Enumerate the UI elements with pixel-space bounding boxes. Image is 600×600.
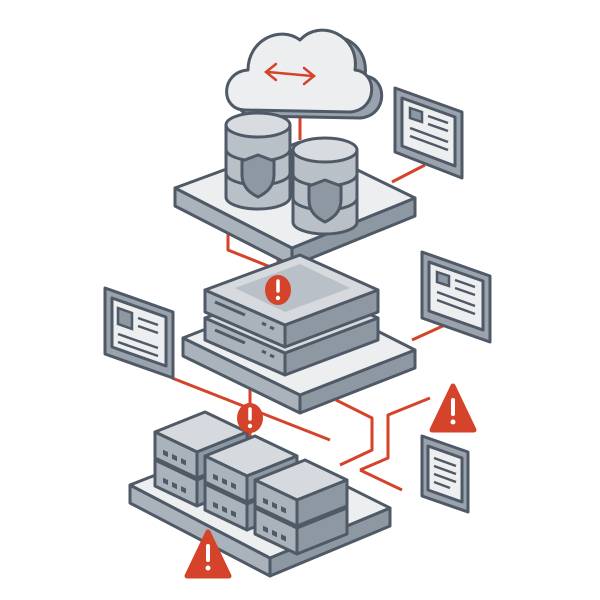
warning-triangle-icon	[429, 383, 477, 433]
monitor-icon	[420, 250, 492, 344]
database-icon	[224, 111, 292, 211]
alert-circle-icon	[265, 275, 291, 305]
double-arrow-icon	[263, 62, 317, 86]
monitor-icon	[103, 286, 175, 380]
server-icon	[203, 253, 380, 349]
alert-circle-icon	[237, 403, 263, 433]
monitor-icon	[393, 86, 464, 180]
warning-triangle-icon	[184, 529, 232, 579]
document-icon	[420, 434, 470, 514]
cloud-icon	[225, 28, 384, 120]
database-icon	[291, 136, 359, 236]
